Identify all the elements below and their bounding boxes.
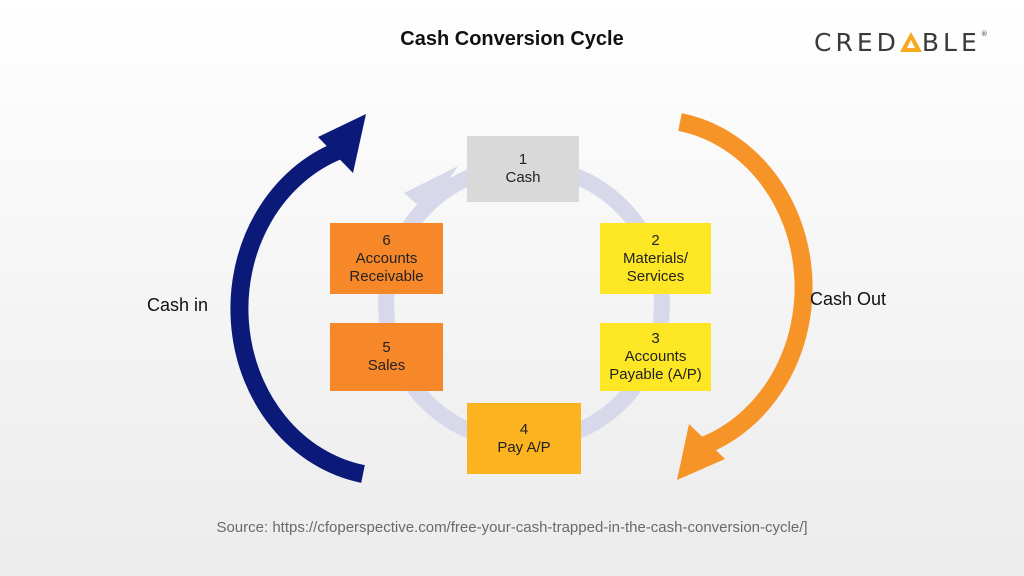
source-citation: Source: https://cfoperspective.com/free-… <box>216 519 808 536</box>
logo-registered-mark: ® <box>980 30 988 38</box>
step-label: Accounts Receivable <box>349 249 424 285</box>
logo-text-start: CRED <box>814 28 900 57</box>
step-number: 5 <box>382 339 391 356</box>
cash-in-arrowhead <box>318 114 366 173</box>
step-label: Sales <box>367 357 406 374</box>
credable-logo: CRED BLE® <box>814 28 988 57</box>
step-pay-ap: 4 Pay A/P <box>467 403 581 474</box>
cash-out-arrowhead <box>677 424 725 480</box>
cash-in-arrow-shaft <box>230 141 365 483</box>
step-number: 4 <box>519 420 529 438</box>
step-number: 6 <box>382 231 391 249</box>
cycle-ring-arrowhead <box>404 166 458 212</box>
step-label: Accounts Payable (A/P) <box>609 348 702 383</box>
logo-text-end: BLE <box>921 28 981 57</box>
step-number: 1 <box>518 151 528 168</box>
cash-out-label: Cash Out <box>810 289 887 309</box>
cash-in-label: Cash in <box>147 295 209 315</box>
step-accounts-payable: 3 Accounts Payable (A/P) <box>600 323 711 391</box>
step-label: Cash <box>505 169 541 186</box>
step-label: Pay A/P <box>497 438 551 456</box>
step-cash: 1 Cash <box>467 136 579 202</box>
step-number: 3 <box>651 330 660 347</box>
step-number: 2 <box>651 231 660 249</box>
step-sales: 5 Sales <box>330 323 443 391</box>
cash-out-arrow-shaft <box>678 113 813 455</box>
step-materials-services: 2 Materials/ Services <box>600 223 711 294</box>
page-title: Cash Conversion Cycle <box>400 28 624 50</box>
step-accounts-receivable: 6 Accounts Receivable <box>330 223 443 294</box>
logo-a-icon <box>899 32 922 52</box>
step-label: Materials/ Services <box>622 249 689 285</box>
